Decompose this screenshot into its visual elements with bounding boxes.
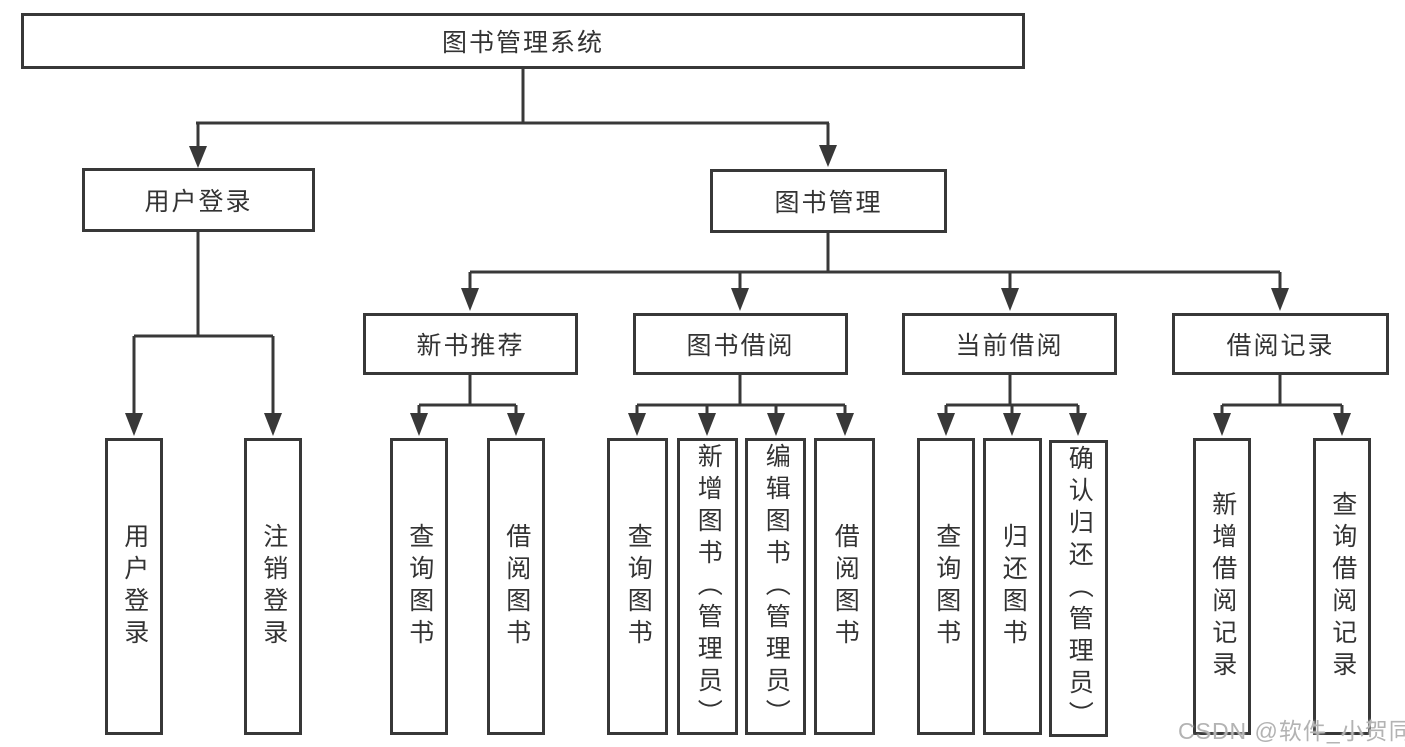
node-new-book-recommend: 新书推荐 <box>363 313 578 375</box>
leaf-add-borrow-record-label: 新增借阅记录 <box>1208 490 1237 683</box>
leaf-borrow-books-recommend-label: 借阅图书 <box>502 522 531 651</box>
leaf-borrow-books: 借阅图书 <box>814 438 875 735</box>
node-borrow-records: 借阅记录 <box>1172 313 1389 375</box>
leaf-return-books-label: 归还图书 <box>999 522 1028 651</box>
leaf-add-borrow-record: 新增借阅记录 <box>1193 438 1251 735</box>
leaf-query-books-recommend: 查询图书 <box>390 438 448 735</box>
leaf-add-book-admin-label: 新增图书（管理员） <box>694 442 723 731</box>
leaf-user-login-label: 用户登录 <box>120 522 149 651</box>
node-book-borrow-label: 图书借阅 <box>686 332 795 360</box>
node-borrow-records-label: 借阅记录 <box>1226 332 1335 360</box>
leaf-edit-book-admin-label: 编辑图书（管理员） <box>762 442 791 731</box>
node-book-management-label: 图书管理 <box>774 189 883 217</box>
branch-book-management-connector <box>461 233 1289 311</box>
csdn-watermark: CSDN @软件_小贺同学 <box>1178 718 1405 744</box>
leaf-confirm-return-admin: 确认归还（管理员） <box>1049 440 1108 737</box>
leaf-query-books-current: 查询图书 <box>917 438 975 735</box>
node-user-login-label: 用户登录 <box>144 188 253 216</box>
leaf-logout: 注销登录 <box>244 438 302 735</box>
leaf-edit-book-admin: 编辑图书（管理员） <box>745 438 806 735</box>
branch-book-borrow-connector <box>628 375 854 436</box>
leaf-confirm-return-admin-label: 确认归还（管理员） <box>1065 444 1094 733</box>
node-library-management-system: 图书管理系统 <box>21 13 1025 69</box>
node-new-book-recommend-label: 新书推荐 <box>416 332 525 360</box>
node-library-management-system-label: 图书管理系统 <box>441 29 604 57</box>
branch-user-login-connector <box>125 232 282 436</box>
leaf-logout-label: 注销登录 <box>259 522 288 651</box>
node-user-login: 用户登录 <box>82 168 315 232</box>
node-book-borrow: 图书借阅 <box>633 313 848 375</box>
leaf-query-books-borrow: 查询图书 <box>607 438 668 735</box>
leaf-return-books: 归还图书 <box>983 438 1042 735</box>
leaf-query-borrow-record: 查询借阅记录 <box>1313 438 1371 735</box>
leaf-query-books-current-label: 查询图书 <box>932 522 961 651</box>
leaf-user-login: 用户登录 <box>105 438 163 735</box>
node-book-management: 图书管理 <box>710 169 947 233</box>
leaf-borrow-books-label: 借阅图书 <box>831 522 860 651</box>
leaf-query-borrow-record-label: 查询借阅记录 <box>1328 490 1357 683</box>
branch-borrow-records-connector <box>1213 375 1351 436</box>
leaf-query-books-borrow-label: 查询图书 <box>624 522 653 651</box>
leaf-add-book-admin: 新增图书（管理员） <box>677 438 738 735</box>
node-current-borrow: 当前借阅 <box>902 313 1117 375</box>
branch-root-connector <box>189 69 837 168</box>
branch-new-books-connector <box>410 375 525 436</box>
leaf-borrow-books-recommend: 借阅图书 <box>487 438 545 735</box>
node-current-borrow-label: 当前借阅 <box>955 332 1064 360</box>
leaf-query-books-recommend-label: 查询图书 <box>405 522 434 651</box>
branch-current-borrow-connector <box>937 375 1087 436</box>
